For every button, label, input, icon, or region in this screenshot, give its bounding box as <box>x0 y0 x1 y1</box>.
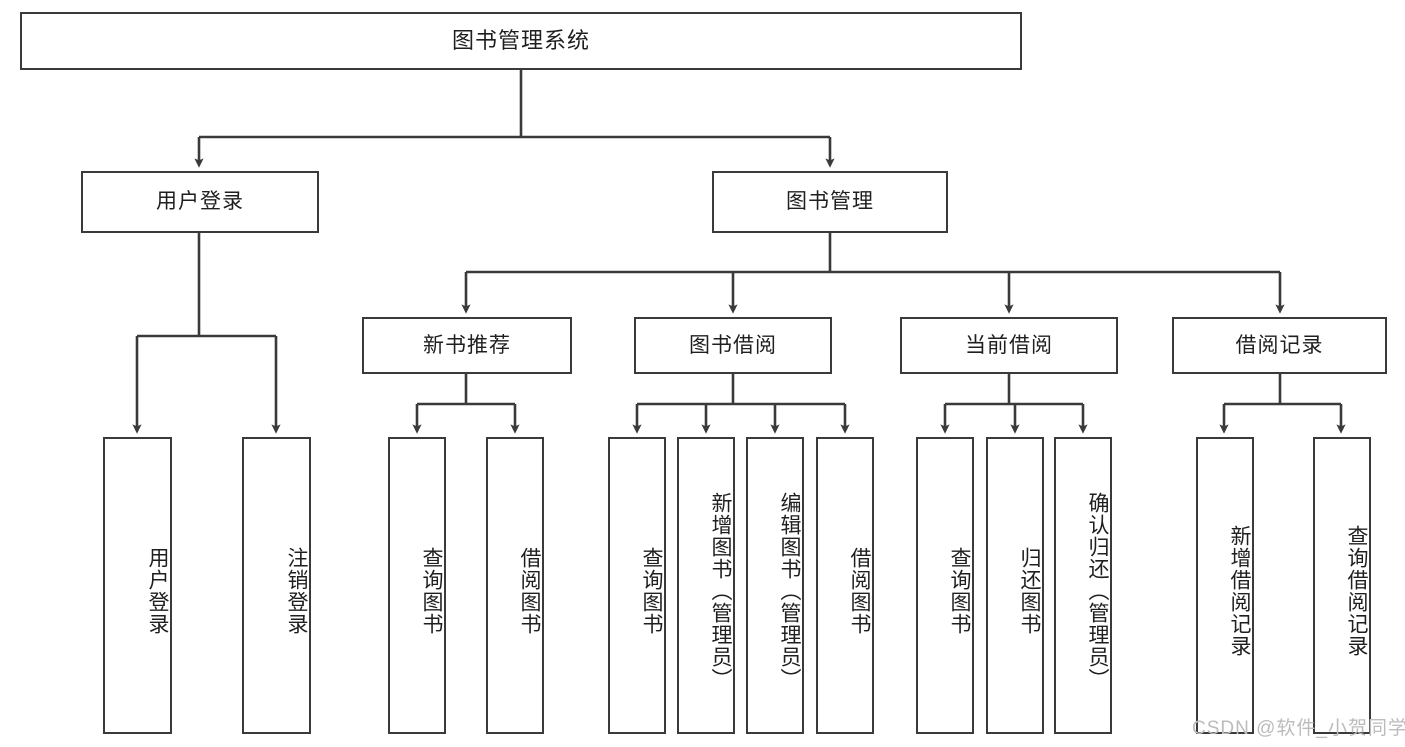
leaf-borrow-book-recommend[interactable]: 借阅图书 <box>486 437 544 734</box>
leaf-add-borrow-record[interactable]: 新增借阅记录 <box>1196 437 1254 734</box>
node-label: 图书借阅 <box>689 333 777 357</box>
node-label: 图书管理 <box>786 190 874 214</box>
node-label: 图书管理系统 <box>451 27 590 53</box>
node-label: 查询图书 <box>948 546 971 635</box>
node-label: 新增图书（管理员） <box>709 491 732 690</box>
leaf-query-borrow-record[interactable]: 查询借阅记录 <box>1313 437 1371 734</box>
leaf-query-book-current[interactable]: 查询图书 <box>916 437 974 734</box>
leaf-edit-book-admin[interactable]: 编辑图书（管理员） <box>746 437 804 734</box>
node-label: 新书推荐 <box>423 333 511 357</box>
node-label: 查询图书 <box>640 546 663 635</box>
leaf-logout-login[interactable]: 注销登录 <box>242 437 311 734</box>
node-user-login[interactable]: 用户登录 <box>81 171 319 233</box>
node-new-book-recommend[interactable]: 新书推荐 <box>362 317 572 374</box>
leaf-confirm-return-admin[interactable]: 确认归还（管理员） <box>1054 437 1112 734</box>
leaf-borrow-book[interactable]: 借阅图书 <box>816 437 874 734</box>
leaf-add-book-admin[interactable]: 新增图书（管理员） <box>677 437 735 734</box>
node-label: 注销登录 <box>285 546 308 635</box>
node-label: 用户登录 <box>146 546 169 635</box>
leaf-user-login[interactable]: 用户登录 <box>103 437 172 734</box>
node-book-borrow[interactable]: 图书借阅 <box>634 317 832 374</box>
node-label: 借阅记录 <box>1235 333 1324 357</box>
node-current-borrow[interactable]: 当前借阅 <box>900 317 1118 374</box>
node-label: 确认归还（管理员） <box>1086 491 1109 690</box>
csdn-watermark: CSDN @软件_小贺同学 <box>1192 718 1405 739</box>
leaf-query-book-borrow[interactable]: 查询图书 <box>608 437 666 734</box>
node-label: 新增借阅记录 <box>1228 524 1251 657</box>
node-label: 查询借阅记录 <box>1345 524 1368 657</box>
node-label: 借阅图书 <box>848 546 871 635</box>
node-label: 编辑图书（管理员） <box>778 491 801 690</box>
node-book-management[interactable]: 图书管理 <box>712 171 948 233</box>
leaf-query-book-recommend[interactable]: 查询图书 <box>388 437 446 734</box>
node-label: 用户登录 <box>156 190 244 214</box>
node-label: 归还图书 <box>1018 546 1041 635</box>
leaf-return-book[interactable]: 归还图书 <box>986 437 1044 734</box>
node-label: 借阅图书 <box>518 546 541 635</box>
node-label: 查询图书 <box>420 546 443 635</box>
node-borrow-record[interactable]: 借阅记录 <box>1172 317 1387 374</box>
node-label: 当前借阅 <box>965 333 1053 357</box>
node-library-management-system[interactable]: 图书管理系统 <box>20 12 1022 70</box>
